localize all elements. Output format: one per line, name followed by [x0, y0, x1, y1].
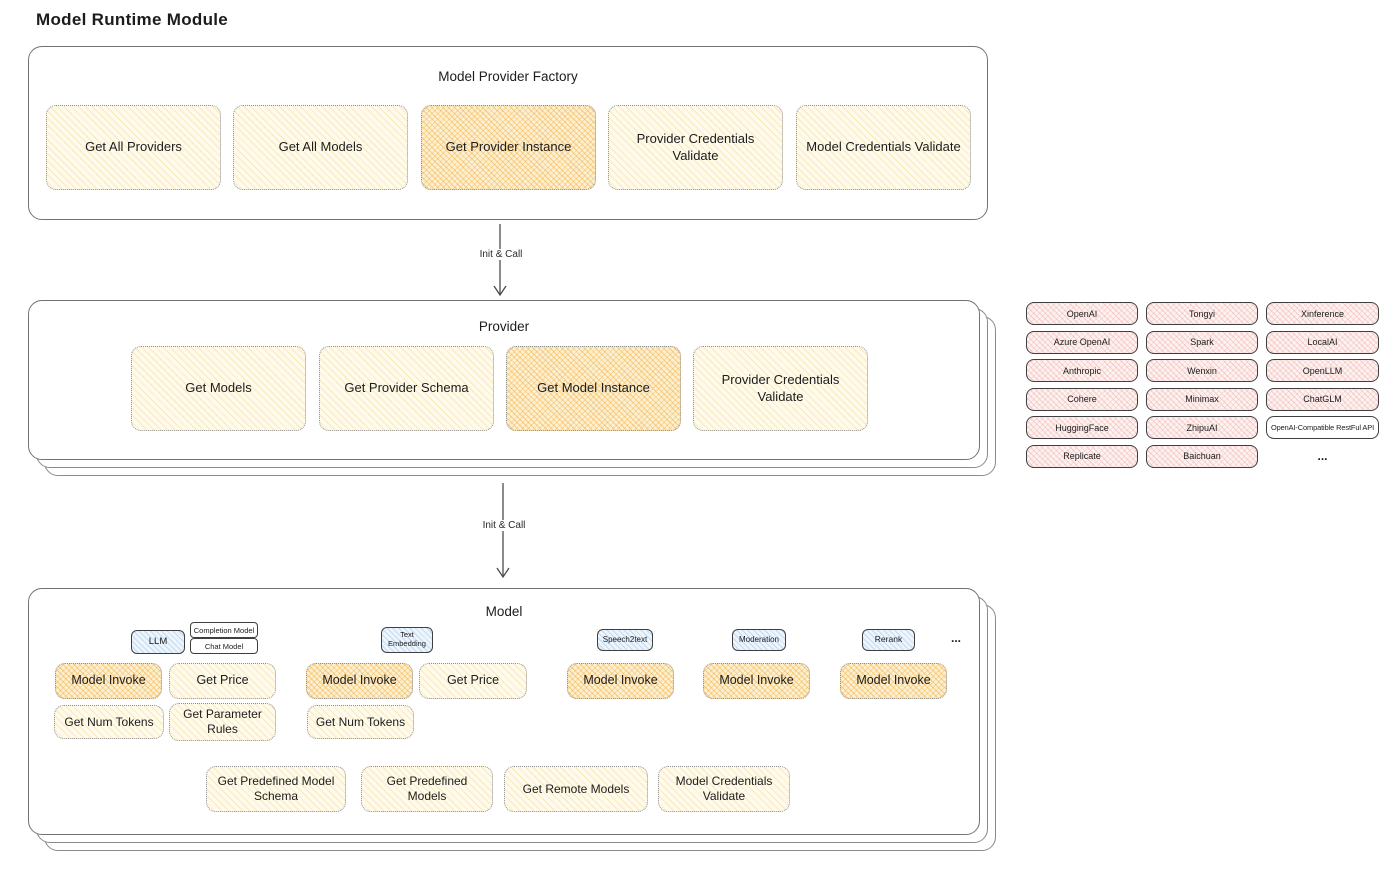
- provider-pill-minimax: Minimax: [1146, 387, 1258, 411]
- llm-node-get-num-tokens: Get Num Tokens: [54, 705, 164, 739]
- provider-node-provider-credentials-validate: Provider Credentials Validate: [693, 346, 868, 431]
- factory-node-model-credentials-validate: Model Credentials Validate: [796, 105, 971, 190]
- provider-pill-localai: LocalAI: [1266, 330, 1379, 354]
- provider-pill-cohere: Cohere: [1026, 387, 1138, 411]
- diagram-title: Model Runtime Module: [36, 10, 229, 29]
- init-call-label-1: Init & Call: [458, 249, 544, 260]
- embedding-node-get-num-tokens: Get Num Tokens: [307, 705, 414, 739]
- tab-text-embedding: Text Embedding: [381, 627, 433, 653]
- llm-node-get-price: Get Price: [169, 663, 276, 699]
- provider-pill-baichuan: Baichuan: [1146, 444, 1258, 468]
- llm-node-get-parameter-rules: Get Parameter Rules: [169, 703, 276, 741]
- provider-pill-spark: Spark: [1146, 330, 1258, 354]
- moderation-node-model-invoke: Model Invoke: [703, 663, 810, 699]
- model-node-model-credentials-validate: Model Credentials Validate: [658, 766, 790, 812]
- factory-node-get-all-models: Get All Models: [233, 105, 408, 190]
- factory-node-get-provider-instance: Get Provider Instance: [421, 105, 596, 190]
- model-node-get-remote-models: Get Remote Models: [504, 766, 648, 812]
- model-node-get-predefined-models: Get Predefined Models: [361, 766, 493, 812]
- provider-card: Provider Get Models Get Provider Schema …: [28, 300, 980, 460]
- tab-chat-model: Chat Model: [190, 638, 258, 654]
- factory-title: Model Provider Factory: [438, 69, 578, 84]
- rerank-node-model-invoke: Model Invoke: [840, 663, 947, 699]
- llm-node-model-invoke: Model Invoke: [55, 663, 162, 699]
- provider-pill-huggingface: HuggingFace: [1026, 416, 1138, 439]
- init-call-arrow-1: [493, 224, 507, 297]
- factory-card: Model Provider Factory Get All Providers…: [28, 46, 988, 220]
- tab-completion-model: Completion Model: [190, 622, 258, 638]
- providers-more-ellipsis: ...: [1317, 449, 1328, 463]
- init-call-arrow-2: [496, 483, 510, 579]
- provider-pill-openai: OpenAI: [1026, 302, 1138, 325]
- model-node-get-predefined-model-schema: Get Predefined Model Schema: [206, 766, 346, 812]
- provider-node-get-models: Get Models: [131, 346, 306, 431]
- provider-pill-replicate: Replicate: [1026, 444, 1138, 468]
- provider-pill-chatglm: ChatGLM: [1266, 387, 1379, 411]
- model-tabs-more-ellipsis: ...: [951, 631, 962, 645]
- model-card: Model LLM Completion Model Chat Model Te…: [28, 588, 980, 835]
- provider-pill-openai-compatible-restful-api: OpenAI-Compatible RestFul API: [1266, 416, 1379, 439]
- provider-pill-zhipuai: ZhipuAI: [1146, 416, 1258, 439]
- tab-llm: LLM: [131, 630, 185, 654]
- provider-pill-azure-openai: Azure OpenAI: [1026, 330, 1138, 354]
- provider-title: Provider: [478, 319, 530, 334]
- provider-pill-xinference: Xinference: [1266, 302, 1379, 325]
- init-call-label-2: Init & Call: [461, 520, 547, 531]
- factory-node-provider-credentials-validate: Provider Credentials Validate: [608, 105, 783, 190]
- provider-node-get-provider-schema: Get Provider Schema: [319, 346, 494, 431]
- providers-grid: OpenAI Tongyi Xinference Azure OpenAI Sp…: [1026, 302, 1379, 468]
- factory-node-get-all-providers: Get All Providers: [46, 105, 221, 190]
- tab-moderation: Moderation: [732, 629, 786, 651]
- tab-rerank: Rerank: [862, 629, 915, 651]
- provider-pill-wenxin: Wenxin: [1146, 359, 1258, 382]
- provider-pill-openllm: OpenLLM: [1266, 359, 1379, 382]
- tab-speech2text: Speech2text: [597, 629, 653, 651]
- provider-pill-tongyi: Tongyi: [1146, 302, 1258, 325]
- provider-pill-anthropic: Anthropic: [1026, 359, 1138, 382]
- speech2text-node-model-invoke: Model Invoke: [567, 663, 674, 699]
- provider-node-get-model-instance: Get Model Instance: [506, 346, 681, 431]
- embedding-node-get-price: Get Price: [419, 663, 527, 699]
- embedding-node-model-invoke: Model Invoke: [306, 663, 413, 699]
- model-title: Model: [485, 604, 523, 619]
